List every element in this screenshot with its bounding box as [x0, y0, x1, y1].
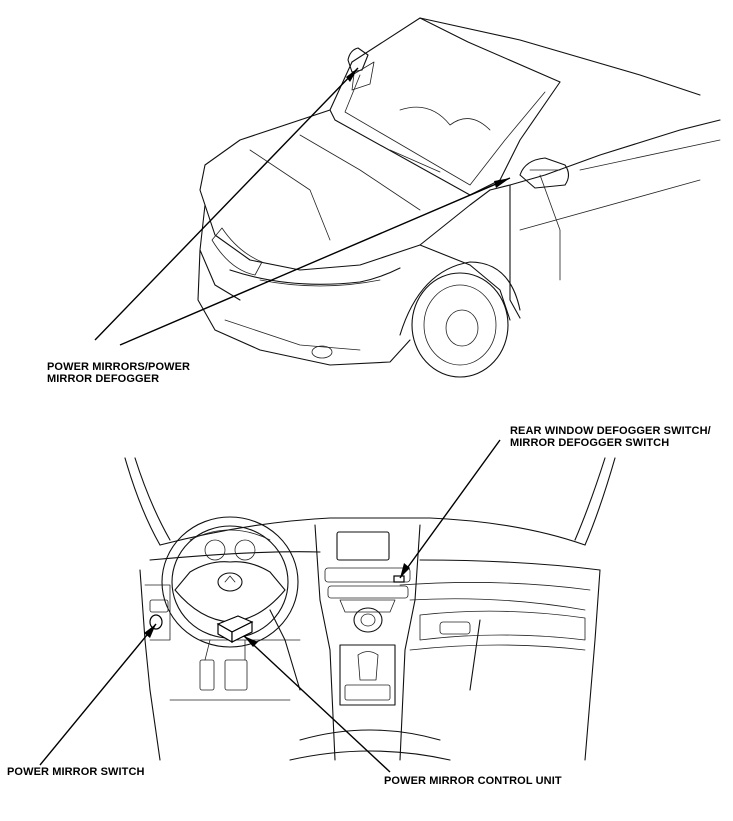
power-mirror-control-unit-callout: POWER MIRROR CONTROL UNIT: [384, 775, 562, 787]
defogger-switch-part: [393, 575, 405, 583]
interior-dashboard-illustration: [124, 457, 616, 761]
power-mirrors-leaders: [94, 67, 511, 346]
car-exterior-illustration: [197, 17, 721, 378]
power-mirror-switch-callout: POWER MIRROR SWITCH: [7, 766, 145, 778]
power-mirrors-callout: POWER MIRRORS/POWER MIRROR DEFOGGER: [47, 361, 190, 385]
power-mirrors-callout-line-2: MIRROR DEFOGGER: [47, 373, 160, 385]
rear-window-defogger-callout-line-1: REAR WINDOW DEFOGGER SWITCH/: [510, 425, 711, 437]
power-mirror-switch-part: [149, 614, 163, 630]
power-mirrors-callout-line-1: POWER MIRRORS/POWER: [47, 361, 191, 373]
rear-window-defogger-callout-line-2: MIRROR DEFOGGER SWITCH: [510, 437, 670, 449]
interior-leaders: [39, 439, 501, 773]
rear-window-defogger-switch-callout: REAR WINDOW DEFOGGER SWITCH/ MIRROR DEFO…: [510, 425, 711, 449]
power-mirror-control-unit-part: [216, 615, 254, 644]
